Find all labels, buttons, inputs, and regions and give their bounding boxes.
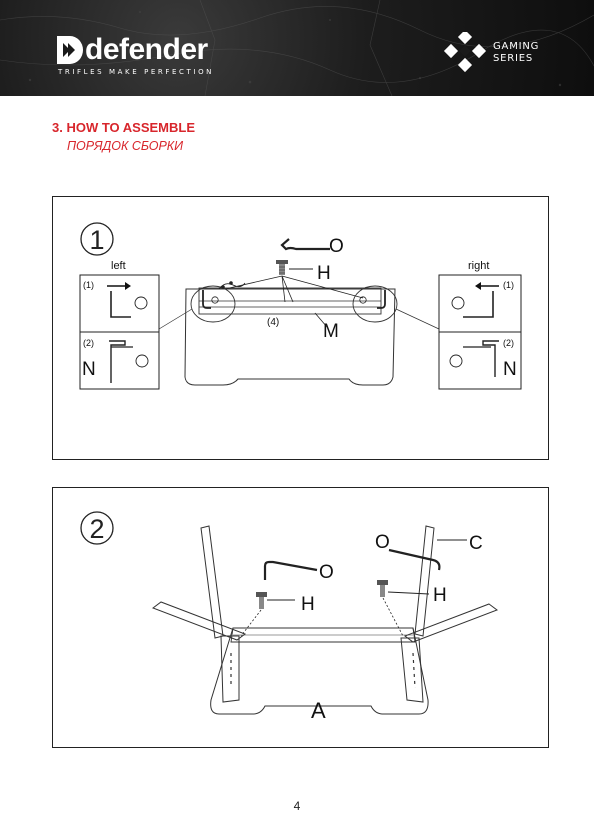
left-label: left <box>111 260 126 272</box>
screw-count-label: (4) <box>267 317 279 328</box>
hex-key-O-icon <box>282 239 330 249</box>
hex-key-O-left-icon <box>265 562 317 580</box>
left-inset-2: (2) N <box>80 332 159 389</box>
part-label-H: H <box>317 263 331 284</box>
right-substep-1: (1) <box>503 280 514 290</box>
screw-H-left-icon <box>256 592 267 609</box>
step-2-number: 2 <box>89 514 104 544</box>
brand-tagline: TRIFLES MAKE PERFECTION <box>58 68 214 76</box>
left-substep-2: (2) <box>83 338 94 348</box>
gaming-series-label: GAMING SERIES <box>493 41 539 65</box>
part-label-N-left: N <box>82 359 96 380</box>
screw-H-right-icon <box>377 580 388 597</box>
left-inset-1: (1) <box>80 275 159 332</box>
header-banner: defender TRIFLES MAKE PERFECTION GAMING … <box>0 0 594 96</box>
brand-name: defender <box>85 33 208 67</box>
step-2-diagram: 2 O H O <box>53 488 548 747</box>
left-highlight-circle <box>191 286 235 322</box>
left-substep-1: (1) <box>83 280 94 290</box>
screw-H-icon <box>276 260 288 275</box>
section-title: 3. HOW TO ASSEMBLE <box>52 120 195 135</box>
step-2-panel: 2 O H O <box>52 487 549 748</box>
step-1-number: 1 <box>89 225 104 255</box>
part-label-O-left: O <box>319 562 334 583</box>
right-side-bracket <box>401 638 423 702</box>
step-1-panel: 1 H O <box>52 196 549 460</box>
defender-logo-icon <box>57 36 83 64</box>
right-inset-2: (2) N <box>439 332 521 389</box>
right-foot-beam <box>405 604 497 642</box>
part-label-O-right: O <box>375 532 390 553</box>
part-label-N-right: N <box>503 359 517 380</box>
section-subtitle: ПОРЯДОК СБОРКИ <box>67 139 183 153</box>
part-label-H-right: H <box>433 585 447 606</box>
part-label-O: O <box>329 236 344 257</box>
right-label: right <box>468 260 489 272</box>
right-leg-upright-C <box>415 526 434 636</box>
right-inset-1: (1) <box>439 275 521 332</box>
right-substep-2: (2) <box>503 338 514 348</box>
gaming-series-logo-icon <box>443 32 487 76</box>
gaming-line2: SERIES <box>493 53 539 65</box>
part-label-M: M <box>323 321 339 342</box>
part-label-H-left: H <box>301 594 315 615</box>
part-label-A: A <box>311 698 326 723</box>
part-label-C: C <box>469 533 483 554</box>
step-1-diagram: 1 H O <box>53 197 548 459</box>
left-side-bracket <box>221 636 239 702</box>
gaming-line1: GAMING <box>493 41 539 53</box>
page-number: 4 <box>0 799 594 813</box>
right-highlight-circle <box>353 286 397 322</box>
